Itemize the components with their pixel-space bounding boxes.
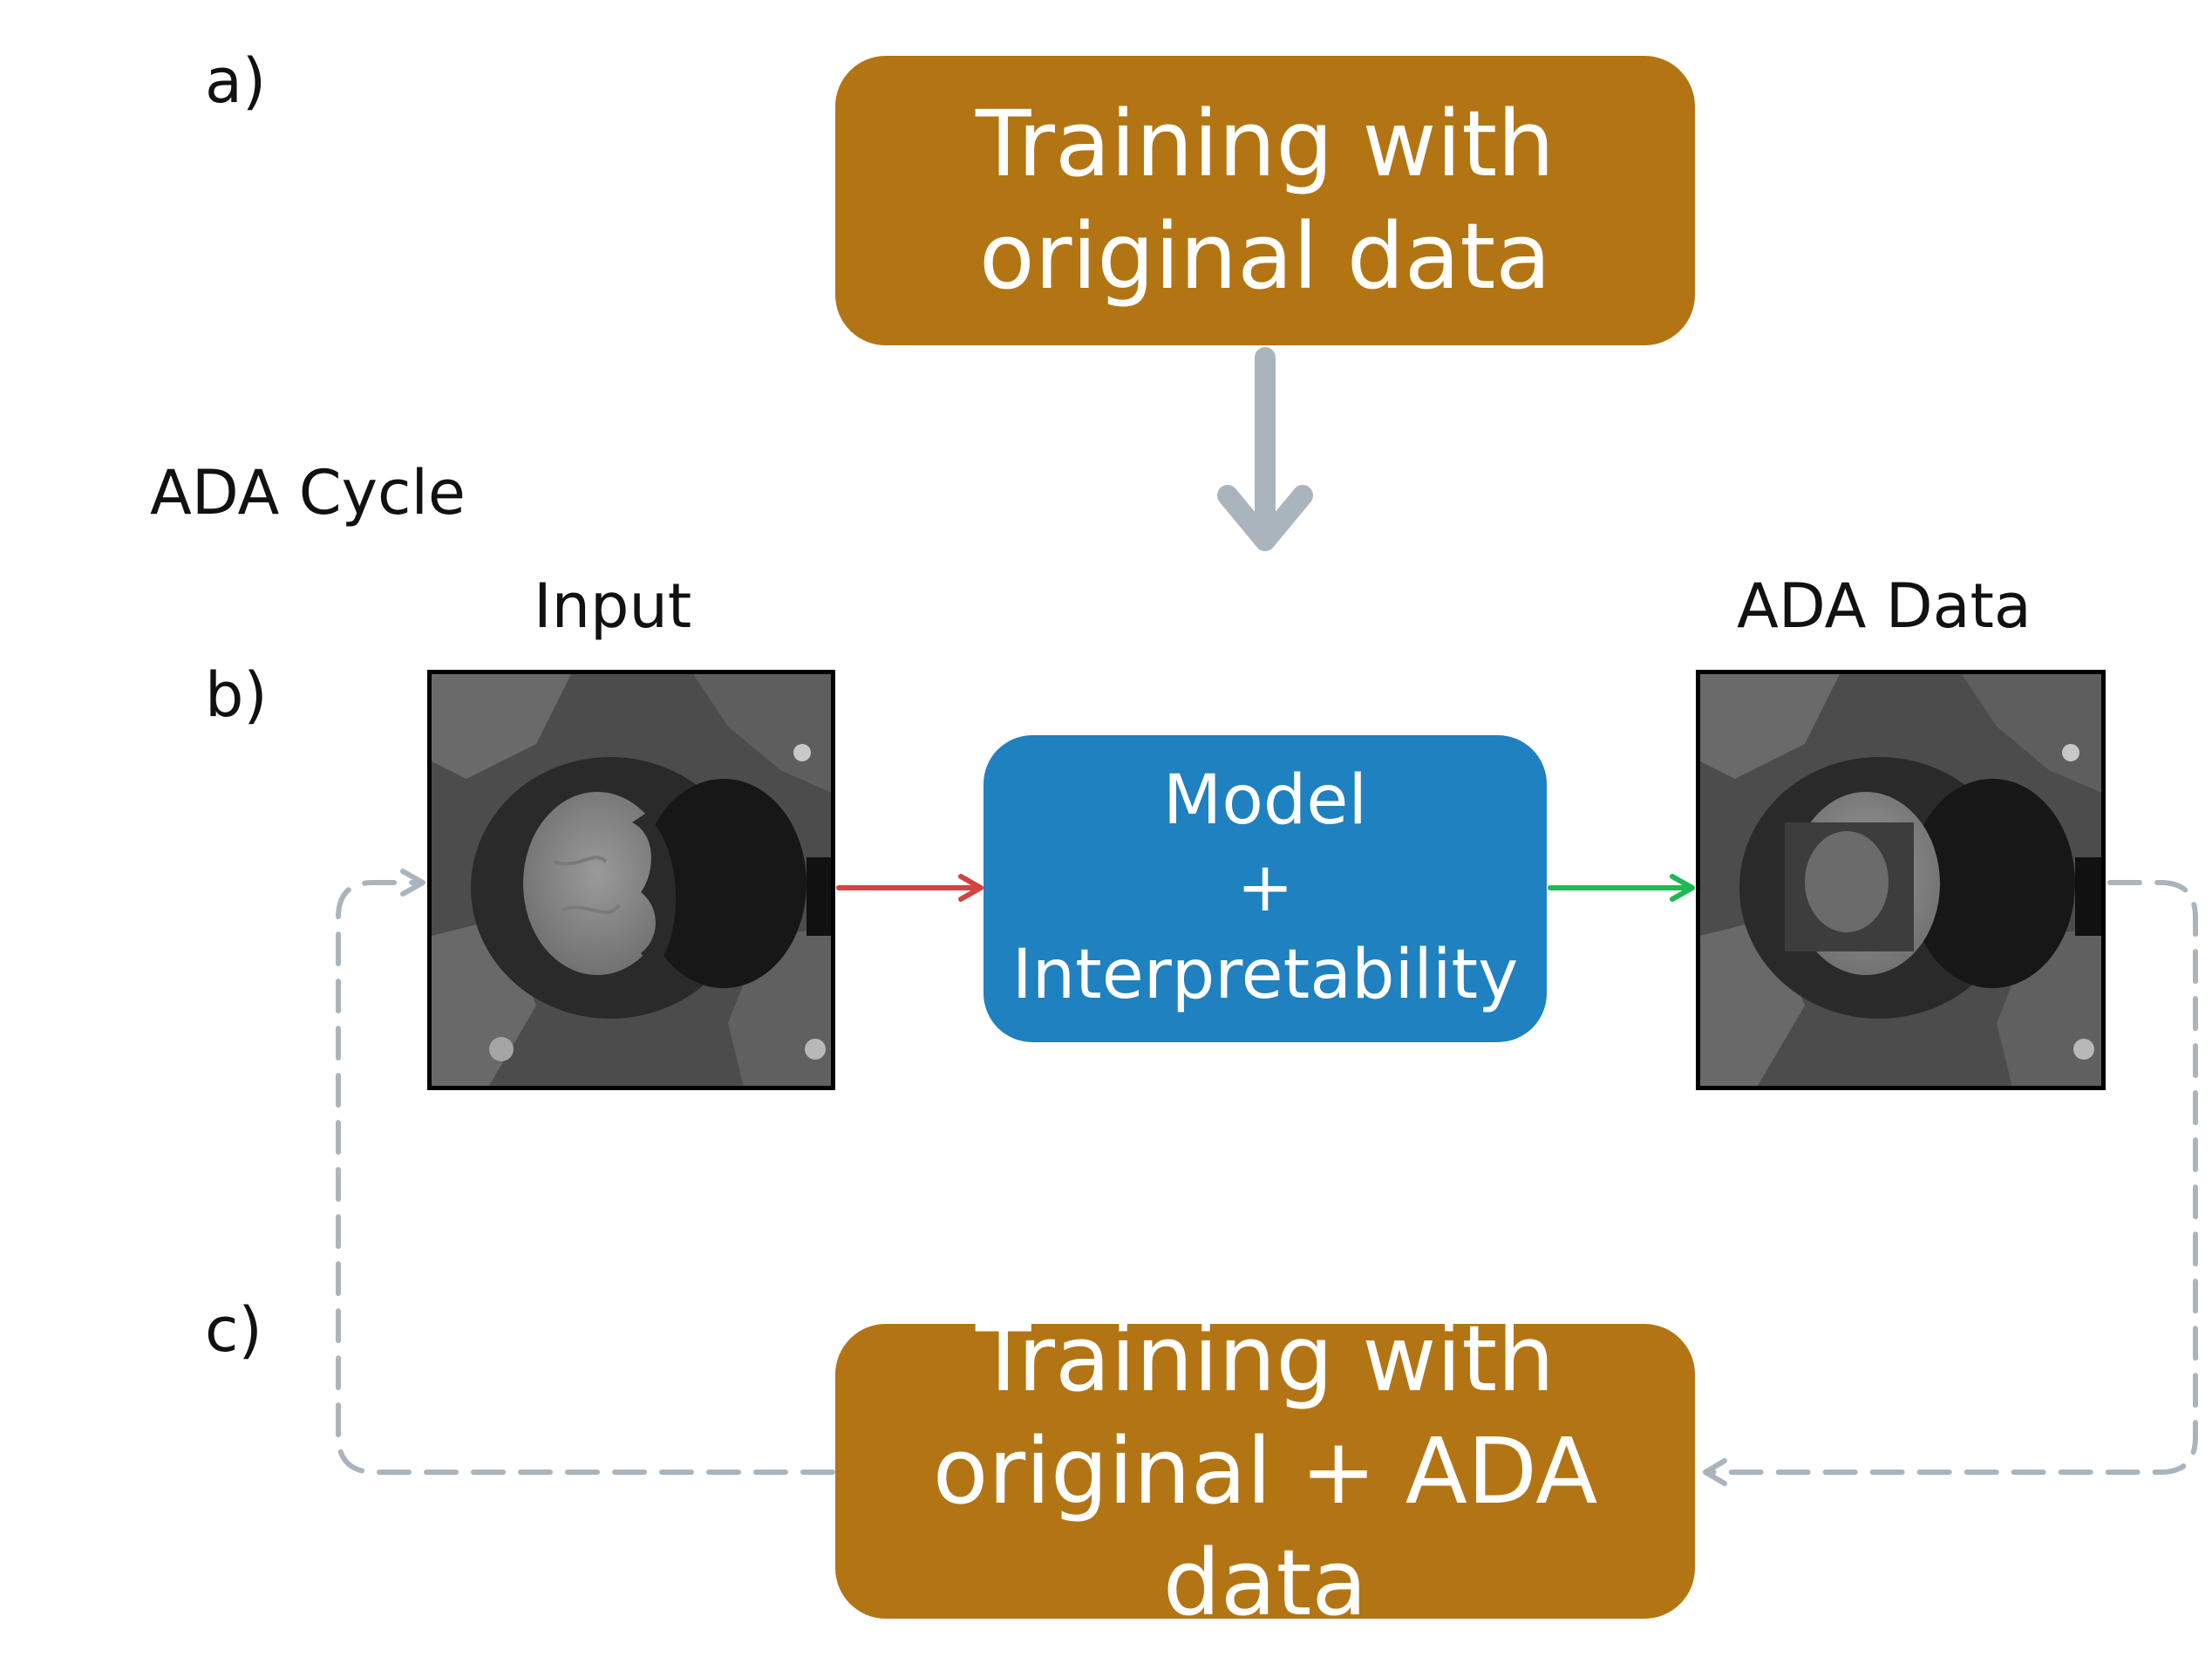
- initial-training-line-2: original data: [978, 203, 1552, 310]
- arrow-model-to-ada: [1548, 874, 1695, 902]
- panel-label-a: a): [205, 45, 267, 117]
- model-line-1: Model: [1162, 761, 1368, 841]
- panel-label-c: c): [205, 1294, 262, 1366]
- retraining-line-1: Training with: [975, 1305, 1555, 1412]
- ada-data-caption: ADA Data: [1737, 570, 2032, 642]
- model-line-2: +: [1236, 849, 1294, 928]
- retraining-line-2: original + ADA data: [932, 1417, 1598, 1637]
- ada-data-mri-image: [1696, 670, 2106, 1090]
- ada-data-mri-graphic: [1700, 674, 2101, 1086]
- initial-training-line-1: Training with: [975, 91, 1555, 198]
- model-interpretability-box: Model + Interpretability: [983, 735, 1547, 1042]
- arrow-input-to-model: [836, 874, 983, 902]
- cycle-arrow-right: [1703, 880, 2198, 1486]
- model-line-3: Interpretability: [1011, 935, 1519, 1014]
- input-mri-image: [427, 670, 835, 1090]
- input-caption: Input: [534, 570, 692, 642]
- panel-label-b: b): [205, 659, 268, 731]
- cycle-arrow-left: [336, 869, 835, 1475]
- cycle-title: ADA Cycle: [150, 457, 466, 529]
- down-arrow: [1217, 347, 1313, 551]
- initial-training-box: Training with original data: [835, 56, 1695, 345]
- input-mri-graphic: [432, 674, 831, 1086]
- retraining-box: Training with original + ADA data: [835, 1306, 1695, 1636]
